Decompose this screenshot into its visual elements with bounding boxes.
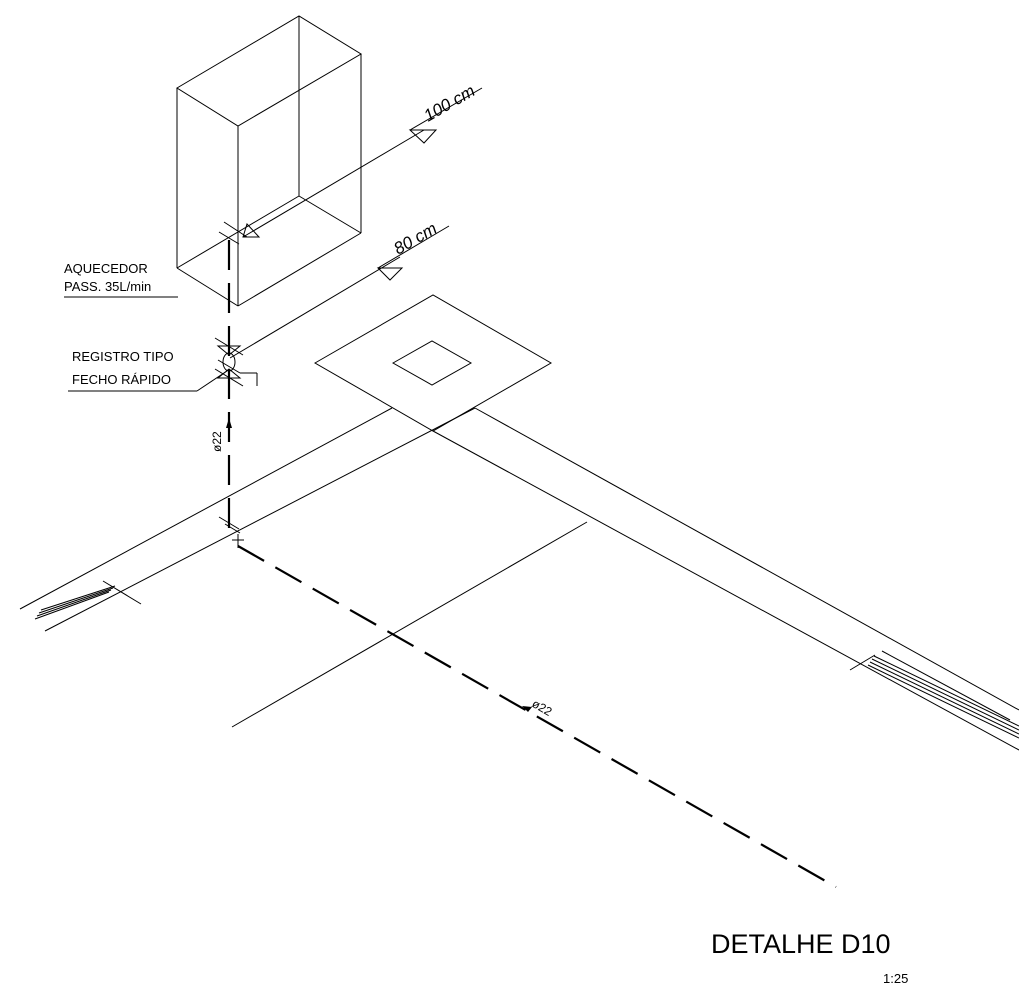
pipe-tick-bottom [218,516,240,530]
heater-box [176,15,362,307]
flow-arrow-up [226,418,232,428]
pipe-label-horizontal: ø22 [530,696,555,719]
break-symbol-right [867,650,1019,739]
level-marker-100: 100 cm [223,81,483,238]
flow-arrow-down [522,706,532,712]
horizontal-pipe [237,545,837,888]
level-label-80: 80 cm [391,219,441,259]
valve-symbol [214,337,258,387]
floor-drain [313,294,553,432]
break-symbol-left [34,585,116,620]
detail-scale: 1:25 [883,971,908,986]
valve-leader-slant [196,370,228,392]
valve-label-line1: REGISTRO TIPO [72,349,174,364]
pipe-label-vertical: ø22 [210,431,224,452]
heater-label-line2: PASS. 35L/min [64,279,151,294]
detail-title: DETALHE D10 [711,929,891,959]
valve-label-line2: FECHO RÁPIDO [72,372,171,387]
heater-label-line1: AQUECEDOR [64,261,148,276]
level-marker-80: 80 cm [229,219,450,359]
level-label-100: 100 cm [421,81,479,125]
pipe-tick-top [218,231,240,245]
floor-lines [19,407,1019,751]
